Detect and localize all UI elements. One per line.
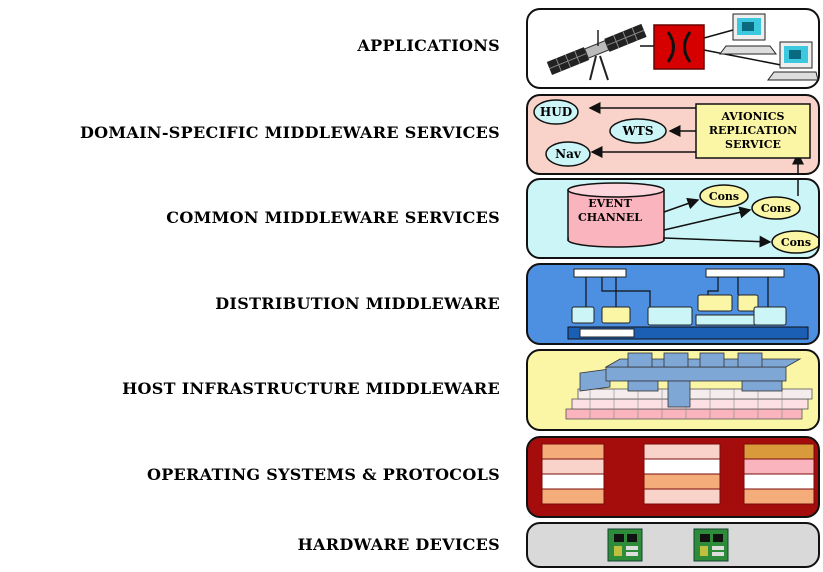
os-protocol-stacks (541, 443, 815, 505)
wts-label: WTS (621, 124, 653, 138)
hud-label: HUD (540, 105, 572, 119)
component-box (647, 306, 693, 326)
satellite-icon (546, 23, 647, 81)
avionics-label-line1: AVIONICS (721, 110, 785, 123)
protocol-stack (643, 443, 721, 505)
flow-arrow (663, 197, 700, 213)
domain-services-diagram: AVIONICS REPLICATION SERVICE HUD WTS Nav (533, 99, 811, 173)
layer-label-domain-specific-middleware: DOMAIN-SPECIFIC MIDDLEWARE SERVICES (79, 123, 500, 142)
component-box (737, 294, 759, 312)
layer-label-operating-systems: OPERATING SYSTEMS & PROTOCOLS (146, 465, 500, 484)
event-channel-cylinder (567, 182, 665, 248)
avionics-label-line2: REPLICATION (709, 124, 797, 137)
layer-label-hardware-devices: HARDWARE DEVICES (297, 535, 500, 554)
orb-bar (705, 268, 785, 278)
component-box (571, 306, 595, 324)
consumer-label: Cons (761, 202, 791, 215)
middleware-blocks (579, 352, 802, 408)
event-channel-label-line1: EVENT (588, 197, 632, 210)
hud-node (533, 99, 579, 125)
consumer-node (771, 230, 818, 254)
flow-arrow (663, 235, 772, 248)
domain-specific-middleware-layer: AVIONICS REPLICATION SERVICE HUD WTS Nav (526, 94, 820, 175)
host-infrastructure-illustration (565, 352, 813, 420)
layer-label-applications: APPLICATIONS (357, 36, 500, 55)
wts-node (609, 118, 667, 144)
component-box (695, 314, 757, 326)
event-channel-label-line2: CHANNEL (578, 211, 642, 224)
protocol-stack (541, 443, 605, 505)
avionics-replication-service-box (695, 103, 811, 159)
operating-systems-layer (526, 436, 820, 518)
applications-layer (526, 8, 820, 89)
common-middleware-layer: EVENT CHANNEL Cons Cons Cons (526, 178, 820, 259)
nav-label: Nav (555, 147, 582, 161)
hardware-devices-layer (526, 522, 820, 568)
circuit-board-icon (607, 528, 643, 562)
transport-bus-segment (579, 328, 635, 338)
hardware-illustration (607, 528, 729, 562)
component-box (601, 306, 631, 324)
computer-icon (719, 13, 777, 55)
component-box (753, 306, 787, 326)
protocol-stack (743, 443, 815, 505)
common-services-diagram: EVENT CHANNEL Cons Cons Cons (567, 180, 818, 254)
layer-label-common-middleware: COMMON MIDDLEWARE SERVICES (166, 208, 500, 227)
orb-bar (573, 268, 627, 278)
host-infrastructure-layer (526, 349, 820, 431)
circuit-board-icon (693, 528, 729, 562)
computer-icon (767, 41, 818, 81)
distribution-middleware-layer (526, 263, 820, 345)
consumer-label: Cons (781, 236, 811, 249)
layer-label-distribution-middleware: DISTRIBUTION MIDDLEWARE (215, 294, 500, 313)
component-box (697, 294, 733, 312)
consumer-label: Cons (709, 190, 739, 203)
distribution-diagram (567, 268, 809, 340)
link-line (703, 29, 734, 39)
flow-arrow (663, 206, 752, 231)
nav-node (545, 141, 591, 167)
network-switch-icon (653, 24, 705, 70)
avionics-label-line3: SERVICE (725, 138, 781, 151)
link-line (703, 49, 782, 66)
consumer-node (699, 184, 749, 208)
consumer-node (751, 196, 801, 220)
layer-label-host-infrastructure-middleware: HOST INFRASTRUCTURE MIDDLEWARE (122, 379, 500, 398)
applications-illustration (546, 13, 818, 81)
